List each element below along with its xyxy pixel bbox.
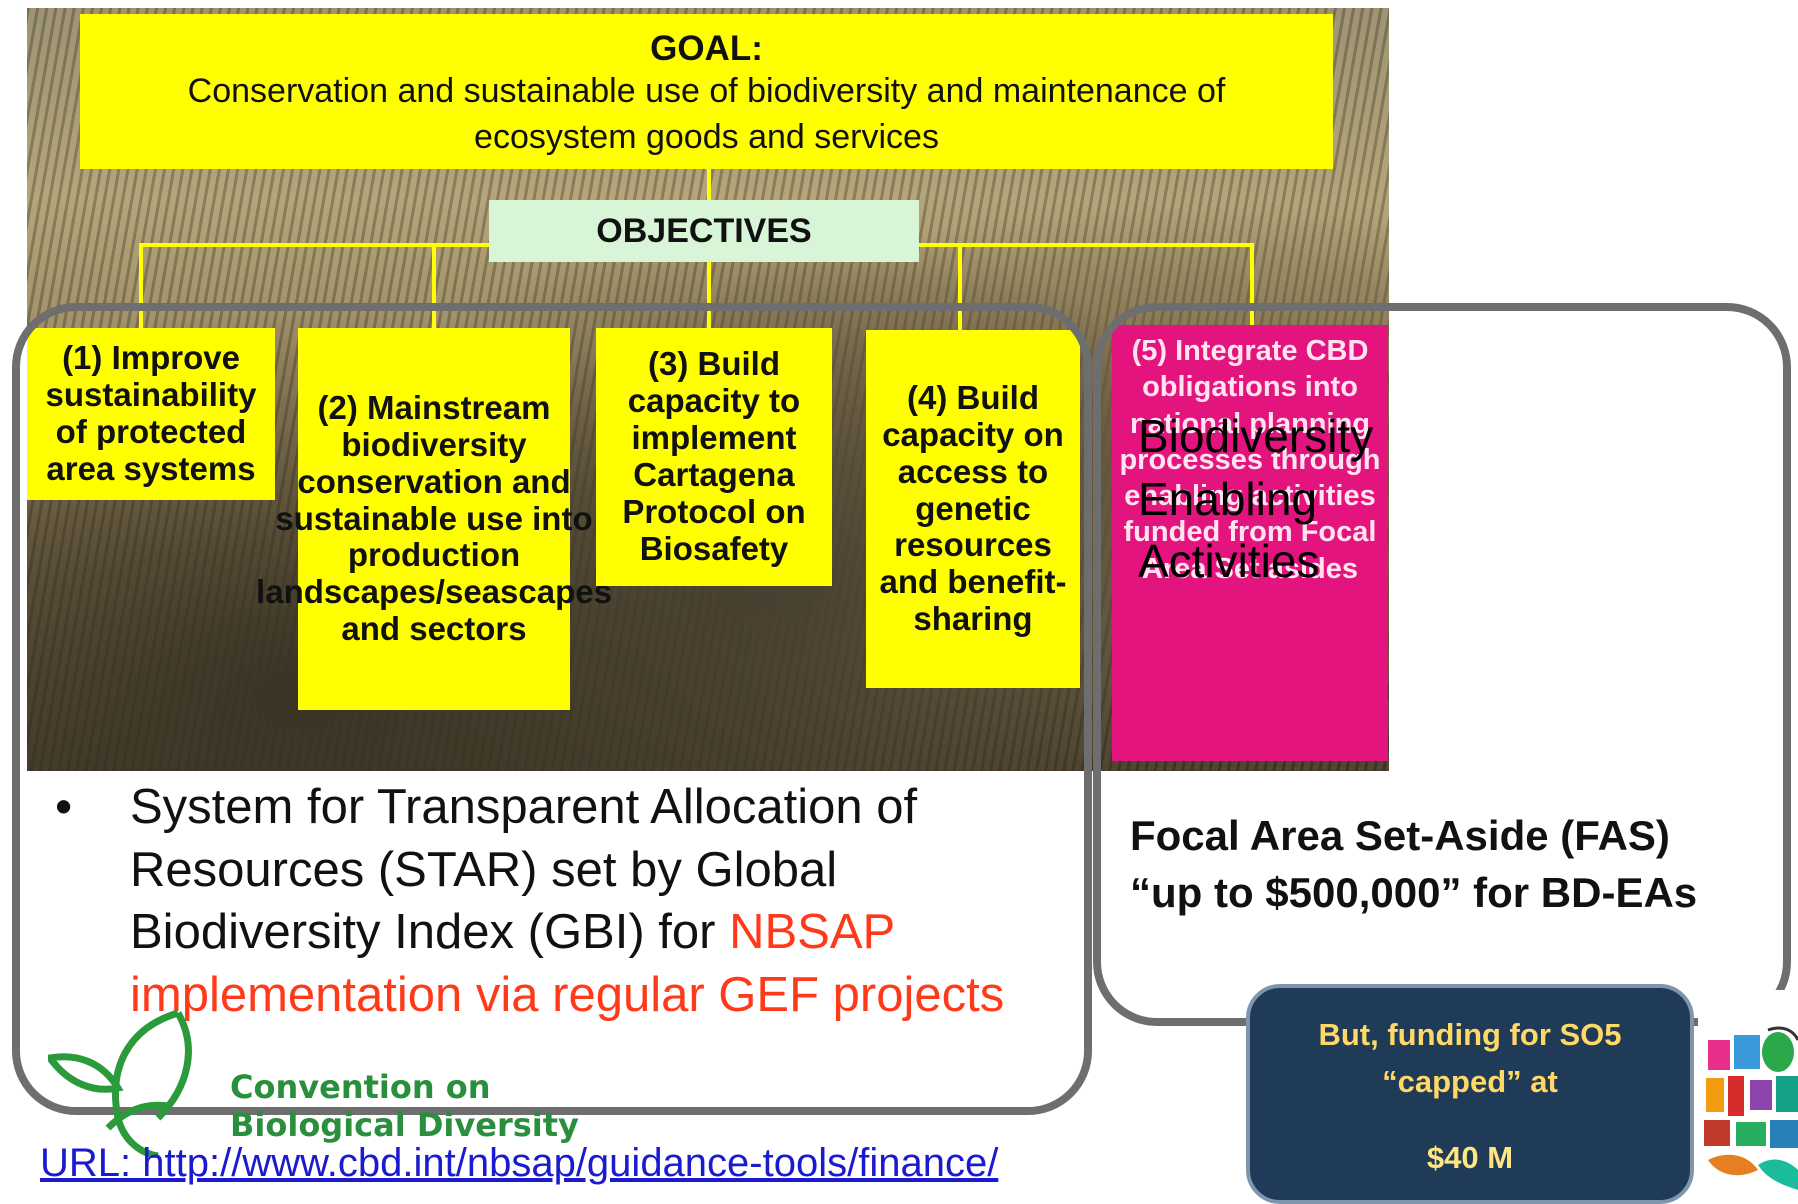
bullet-marker: • xyxy=(55,780,73,834)
objective-text-2: (2) Mainstream biodiversity conservation… xyxy=(256,388,612,648)
capped-amount: $40 M xyxy=(1426,1140,1514,1175)
objectives-label: OBJECTIVES xyxy=(489,200,919,262)
objective-box-2: (2) Mainstream biodiversity conservation… xyxy=(256,328,612,710)
fas-line-2: “up to $500,000” for BD-EAs xyxy=(1130,868,1698,916)
capped-line-1: But, funding for SO5 xyxy=(1318,1017,1622,1052)
fas-line-1: Focal Area Set-Aside (FAS) xyxy=(1130,812,1670,859)
ea-overlay-line-3: Activities xyxy=(1138,535,1320,588)
capped-line-2: “capped” at xyxy=(1382,1063,1558,1099)
objective-text-4: (4) Build capacity on access to genetic … xyxy=(879,378,1067,638)
obj5-connector xyxy=(1250,243,1254,327)
capped-funding-box: But, funding for SO5 “capped” at $40 M xyxy=(1246,984,1694,1204)
cbd-logo-line-1: Convention on xyxy=(230,1068,491,1106)
cbd-logo-text: Convention on Biological Diversity xyxy=(230,1068,579,1145)
bullet-text-red: NBSAP implementation via regular GEF pro… xyxy=(130,905,1005,1023)
objective-box-3: (3) Build capacity to implement Cartagen… xyxy=(596,328,832,586)
obj4-connector xyxy=(958,243,962,331)
objective-box-5: (5) Integrate CBD obligations into natio… xyxy=(1112,325,1388,761)
objective-text-5: (5) Integrate CBD obligations into natio… xyxy=(1119,335,1381,585)
bullet-text: System for Transparent Allocation of Res… xyxy=(130,776,1065,1027)
goal-box: GOAL: Conservation and sustainable use o… xyxy=(80,14,1333,169)
cbd-logo-line-2: Biological Diversity xyxy=(230,1106,579,1145)
objective-box-4: (4) Build capacity on access to genetic … xyxy=(866,330,1080,688)
ea-overlay-line-2: Enabling xyxy=(1138,472,1318,525)
enabling-activities-overlay: Biodiversity Enabling Activities xyxy=(1138,405,1373,593)
goal-title: GOAL: xyxy=(650,29,763,68)
star-frame xyxy=(12,303,1092,1115)
obj1-connector xyxy=(139,243,143,329)
star-bullet: • System for Transparent Allocation of R… xyxy=(55,776,1065,1027)
ea-overlay-line-1: Biodiversity xyxy=(1138,410,1374,462)
objective-text-3: (3) Build capacity to implement Cartagen… xyxy=(622,345,806,567)
fas-text: Focal Area Set-Aside (FAS) “up to $500,0… xyxy=(1130,808,1780,921)
goal-text: Conservation and sustainable use of biod… xyxy=(187,72,1226,157)
biodiversity-year-logo xyxy=(1698,990,1798,1204)
bullet-text-black: System for Transparent Allocation of Res… xyxy=(130,780,918,960)
obj2-connector xyxy=(432,243,436,329)
obj3-connector xyxy=(707,262,711,330)
cbd-leaf-logo xyxy=(48,1009,192,1158)
goal-objectives-connector xyxy=(707,168,711,202)
objective-text-1: (1) Improve sustainability of protected … xyxy=(45,339,257,487)
finance-url-link[interactable]: URL: http://www.cbd.int/nbsap/guidance-t… xyxy=(40,1141,999,1185)
